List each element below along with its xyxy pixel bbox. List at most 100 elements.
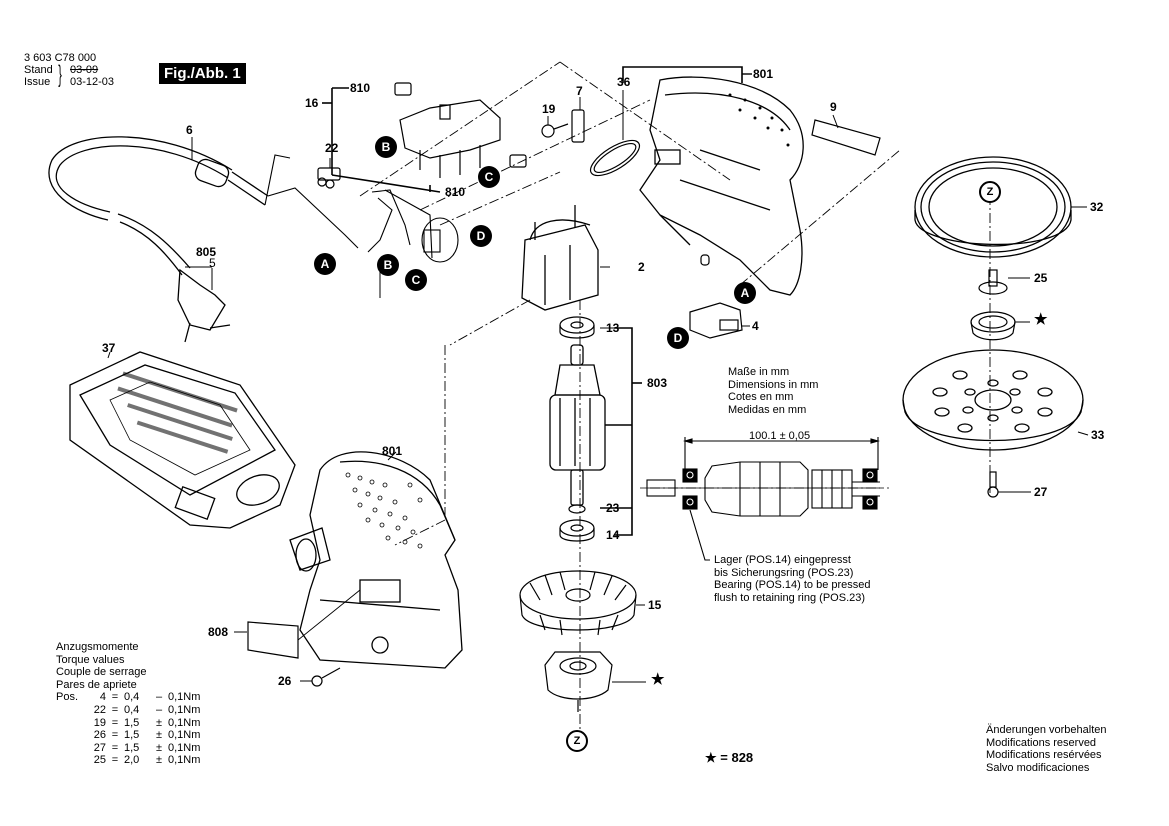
cable-connector-22 (317, 167, 341, 189)
torque-value: 1,5 (124, 729, 140, 742)
dust-box-mesh (117, 371, 238, 454)
housing-half-801-bottom (289, 451, 463, 669)
wire-harness (264, 154, 459, 263)
torque-row: 26 = 1,5 ± 0,1Nm (56, 729, 218, 742)
housing-half-801-top (639, 76, 804, 296)
part-number: 3 603 C78 000 (24, 52, 97, 64)
torque-eq: = (111, 729, 119, 742)
dimensions-note: Maße in mm Dimensions in mm Cotes en mm … (728, 366, 818, 416)
callout-16: 16 (305, 96, 319, 110)
modifications-note: Änderungen vorbehalten Modifications res… (986, 724, 1106, 774)
dimensions-note-line: Dimensions in mm (728, 378, 819, 391)
torque-value: 1,5 (124, 741, 140, 754)
torque-heading-line: Couple de serrage (56, 666, 147, 679)
torque-value: 0,4 (124, 703, 140, 716)
modifications-note-line: Salvo modificaciones (986, 761, 1090, 774)
screw-25 (978, 269, 1008, 295)
leader-lines (107, 90, 1089, 683)
fan-15 (519, 570, 637, 636)
callout-23: 23 (606, 501, 620, 515)
dimensions-note-line: Maße in mm (728, 366, 790, 378)
torque-tolerance: 0,1Nm (168, 741, 201, 754)
torque-position: 19 (93, 716, 106, 729)
connector-marker-c-wire: C (405, 269, 427, 291)
sanding-pad-33 (902, 349, 1084, 451)
callout-6: 6 (186, 123, 193, 137)
torque-heading-line: Torque values (56, 653, 125, 666)
dimension-value: 100.1 ± 0,05 (749, 430, 811, 442)
callout-9: 9 (830, 100, 837, 114)
callout-2: 2 (638, 260, 645, 274)
callout-810-top: 810 (350, 81, 371, 95)
torque-value: 0,4 (124, 691, 140, 704)
torque-op: ± (155, 716, 163, 729)
stand-label: Stand (24, 64, 53, 76)
torque-table: Anzugsmomente Torque values Couple de se… (56, 641, 218, 767)
torque-row: Pos. 4 = 0,4 – 0,1Nm (56, 691, 218, 704)
armature-803 (549, 344, 606, 506)
bracket-801-top (622, 66, 743, 83)
vent-holes-top (728, 93, 790, 147)
connector-marker-b-module: B (375, 136, 397, 158)
seal-ring-32 (914, 156, 1072, 258)
modifications-note-line: Modifications reserved (986, 736, 1097, 749)
label-808 (247, 621, 299, 659)
torque-row: 22 = 0,4 – 0,1Nm (56, 704, 218, 717)
callout-19: 19 (542, 102, 556, 116)
callout-5: 5 (209, 256, 216, 270)
callout-26: 26 (278, 674, 292, 688)
torque-op: – (155, 703, 163, 716)
bracket-7 (571, 109, 585, 143)
callout-4: 4 (752, 319, 759, 333)
callout-37: 37 (102, 341, 116, 355)
pin (700, 254, 710, 266)
torque-eq: = (111, 691, 119, 704)
torque-op: ± (155, 754, 163, 767)
torque-op: ± (155, 741, 163, 754)
torque-pos-label: Pos. (56, 691, 79, 704)
armature-dimension-drawing (640, 437, 890, 561)
callout-36: 36 (617, 75, 631, 89)
connector-marker-d-wire: D (470, 225, 492, 247)
torque-heading-line: Pares de apriete (56, 678, 137, 691)
bearing-note-line: flush to retaining ring (POS.23) (714, 591, 866, 604)
torque-eq: = (111, 741, 119, 754)
callout-33: 33 (1091, 428, 1105, 442)
vent-holes-bottom (345, 472, 423, 549)
callout-801-top: 801 (753, 67, 774, 81)
switch-4 (689, 302, 743, 339)
field-stator-2 (521, 205, 599, 311)
torque-tolerance: 0,1Nm (168, 754, 201, 767)
callout-15: 15 (648, 598, 662, 612)
callout-7: 7 (576, 84, 583, 98)
modifications-note-line: Änderungen vorbehalten (986, 724, 1107, 736)
assembly-axis-lines (359, 61, 991, 740)
callout-27: 27 (1034, 485, 1048, 499)
screw-26 (311, 667, 341, 687)
screw-27 (987, 471, 999, 498)
bracket-16 (322, 87, 441, 193)
label-plate-9 (811, 119, 881, 156)
issue-date: 03-12-03 (70, 76, 115, 88)
torque-tolerance: 0,1Nm (168, 716, 201, 729)
torque-eq: = (111, 703, 119, 716)
torque-tolerance: 0,1Nm (168, 729, 201, 742)
callout-805: 805 (196, 245, 217, 259)
callout-13: 13 (606, 321, 620, 335)
circlip-23 (568, 504, 586, 514)
bearing-note-line: Lager (POS.14) eingepresst (714, 554, 851, 566)
connector-marker-a-switch: A (734, 282, 756, 304)
seal-ring-36 (589, 139, 641, 177)
torque-position: 22 (93, 703, 106, 716)
torque-value: 2,0 (124, 754, 140, 767)
torque-eq: = (111, 754, 119, 767)
connector-marker-a-wire: A (314, 253, 336, 275)
figure-label: Fig./Abb. 1 (159, 63, 246, 84)
callout-14: 14 (606, 528, 620, 542)
electronic-module-16 (394, 82, 527, 178)
bearing-note: Lager (POS.14) eingepresst bis Sicherung… (714, 554, 871, 604)
callout-803: 803 (647, 376, 668, 390)
torque-position: 25 (93, 754, 106, 767)
connector-marker-c-module: C (478, 166, 500, 188)
dimensions-note-line: Medidas en mm (728, 403, 807, 416)
